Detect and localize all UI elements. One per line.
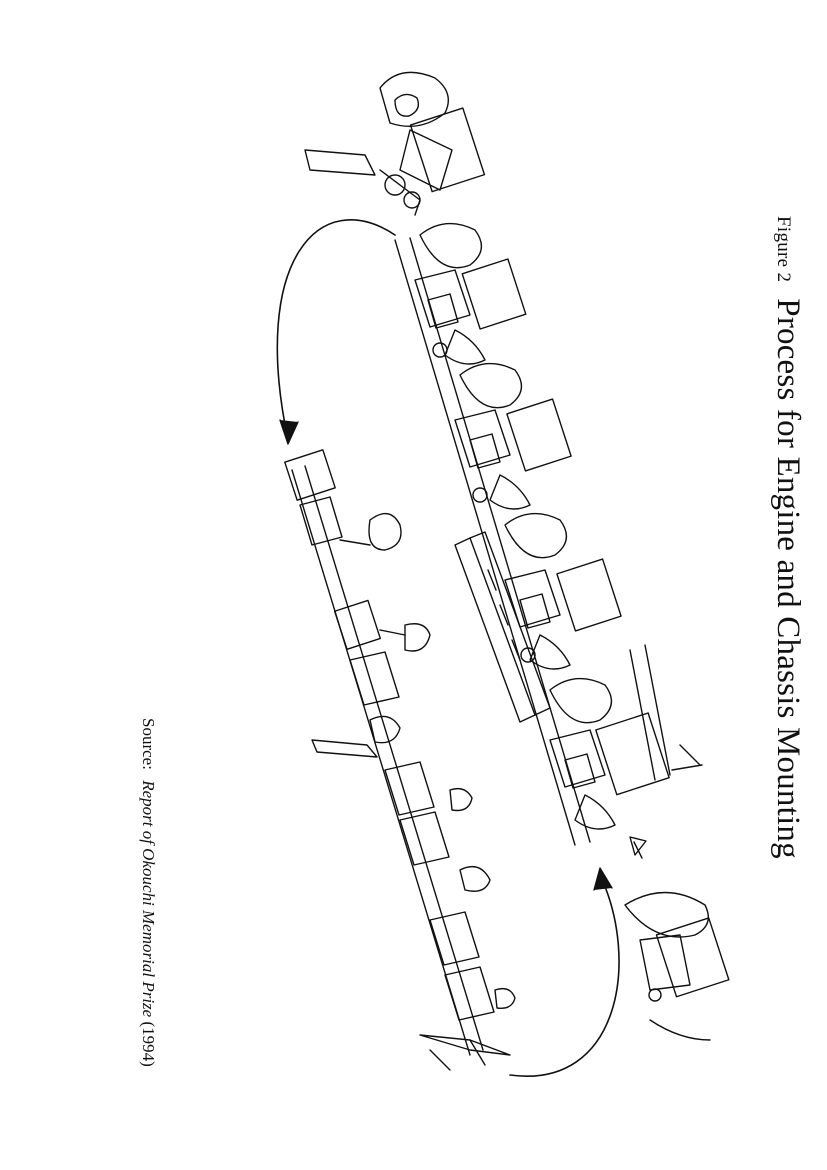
lower-return-arrow (510, 868, 619, 1076)
station-2 (455, 364, 571, 509)
small-up-arrow (630, 837, 646, 858)
long-fixture-bar (455, 532, 550, 722)
station-4 (550, 645, 702, 829)
source-reference: Report of Okouchi Memorial Prize (139, 780, 158, 1018)
sub-station-4 (385, 762, 434, 815)
sub-station-2 (335, 600, 381, 649)
source-citation: Source: Report of Okouchi Memorial Prize… (138, 718, 158, 1067)
figure-label: Figure 2 (773, 216, 794, 283)
upper-return-arrow (277, 220, 395, 444)
figure-title: Process for Engine and Chassis Mounting (770, 298, 806, 859)
source-year: (1994) (139, 1021, 158, 1067)
station-3 (505, 514, 621, 669)
incoming-chassis (625, 893, 729, 1041)
sub-station-5 (430, 912, 479, 965)
sub-station-1 (285, 450, 335, 500)
station-1 (415, 224, 526, 364)
figure-caption: Figure 2 Process for Engine and Chassis … (769, 216, 806, 859)
top-worker-station (305, 72, 484, 215)
source-label: Source: (139, 718, 158, 770)
sub-station-3 (350, 652, 399, 705)
main-assembly-line (395, 224, 702, 858)
sub-assembly-line (285, 450, 515, 1070)
